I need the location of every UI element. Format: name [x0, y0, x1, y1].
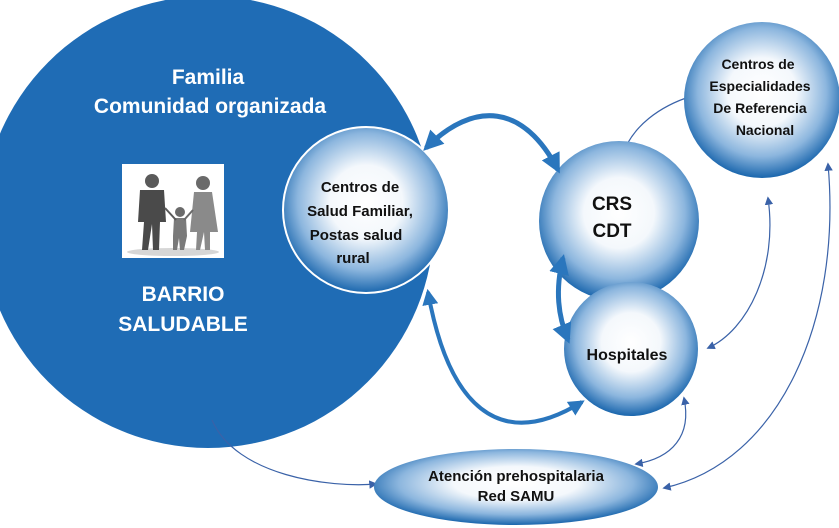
barrio-title-line2: Comunidad organizada	[94, 95, 327, 118]
cesfam-text-3: Postas salud	[310, 227, 403, 244]
samu-text-1: Atención prehospitalaria	[428, 468, 605, 485]
barrio-title-line1: Familia	[172, 66, 245, 89]
arrow-hospitales-samu	[634, 396, 690, 468]
family-illustration	[122, 164, 224, 258]
especialidades-text-3: De Referencia	[713, 100, 807, 116]
hospitales-node	[564, 282, 698, 416]
samu-text-2: Red SAMU	[478, 488, 555, 505]
arrow-especialidades-samu	[662, 162, 833, 491]
samu-node	[374, 449, 658, 525]
crs-text-2: CDT	[592, 221, 631, 242]
crs-text-1: CRS	[592, 194, 632, 215]
cesfam-text-4: rural	[336, 250, 369, 267]
especialidades-text-1: Centros de	[721, 56, 794, 72]
cesfam-node	[282, 126, 450, 294]
especialidades-text-4: Nacional	[736, 122, 794, 138]
hospitales-text: Hospitales	[587, 347, 668, 364]
cesfam-text-1: Centros de	[321, 179, 399, 196]
arrow-cesfam-crs	[423, 113, 561, 174]
barrio-label-line2: SALUDABLE	[118, 313, 248, 336]
cesfam-text-2: Salud Familiar,	[307, 203, 413, 220]
arrow-especialidades-hospitales	[706, 196, 774, 350]
especialidades-node	[684, 22, 839, 178]
crs-cdt-node	[539, 141, 699, 301]
arrow-cesfam-hospitales	[422, 288, 585, 425]
arrow-barrio-samu	[211, 419, 378, 489]
especialidades-text-2: Especialidades	[709, 78, 810, 94]
barrio-label-line1: BARRIO	[142, 283, 225, 306]
